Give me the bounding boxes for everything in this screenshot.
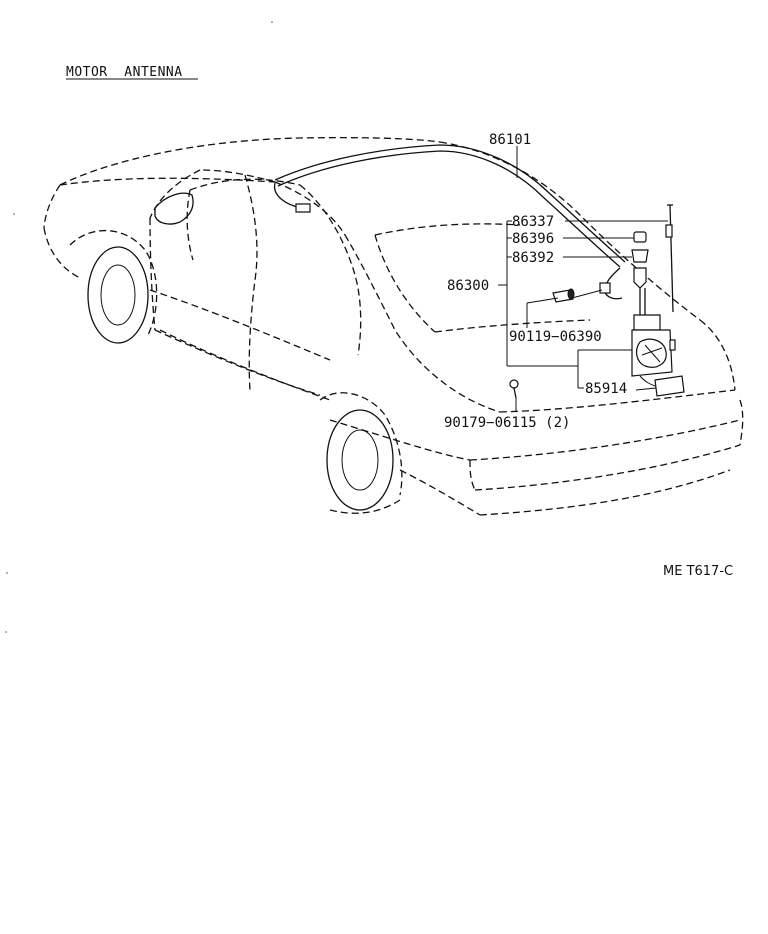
antenna-motor-assembly [509,204,685,399]
label-90119-06390: 90119−06390 [509,329,602,345]
scan-specks [5,21,273,633]
side-mirror [154,192,194,225]
label-86101: 86101 [489,132,531,148]
label-86396: 86396 [512,231,554,247]
car-body-outline [43,136,744,516]
label-86337: 86337 [512,214,554,230]
rear-tire [326,409,394,511]
antenna-nut [633,231,647,243]
front-wheel-hub [100,264,136,326]
part-labels: 86101 86337 86396 86392 86300 90119−0639… [444,132,627,431]
antenna-relay [654,375,685,397]
roof-antenna-cable [273,144,626,268]
mounting-bolt [509,379,519,389]
diagram-code: ME T617-C [663,564,733,579]
leader-lines [498,146,668,412]
rear-wheel-hub [341,429,379,491]
label-86300: 86300 [447,278,489,294]
antenna-bushing [631,249,649,263]
label-90179-06115: 90179−06115 (2) [444,415,570,431]
label-85914: 85914 [585,381,627,397]
title-group: MOTOR ANTENNA [66,65,198,80]
front-tire [87,246,149,344]
diagram-title: MOTOR ANTENNA [66,65,183,80]
label-86392: 86392 [512,250,554,266]
